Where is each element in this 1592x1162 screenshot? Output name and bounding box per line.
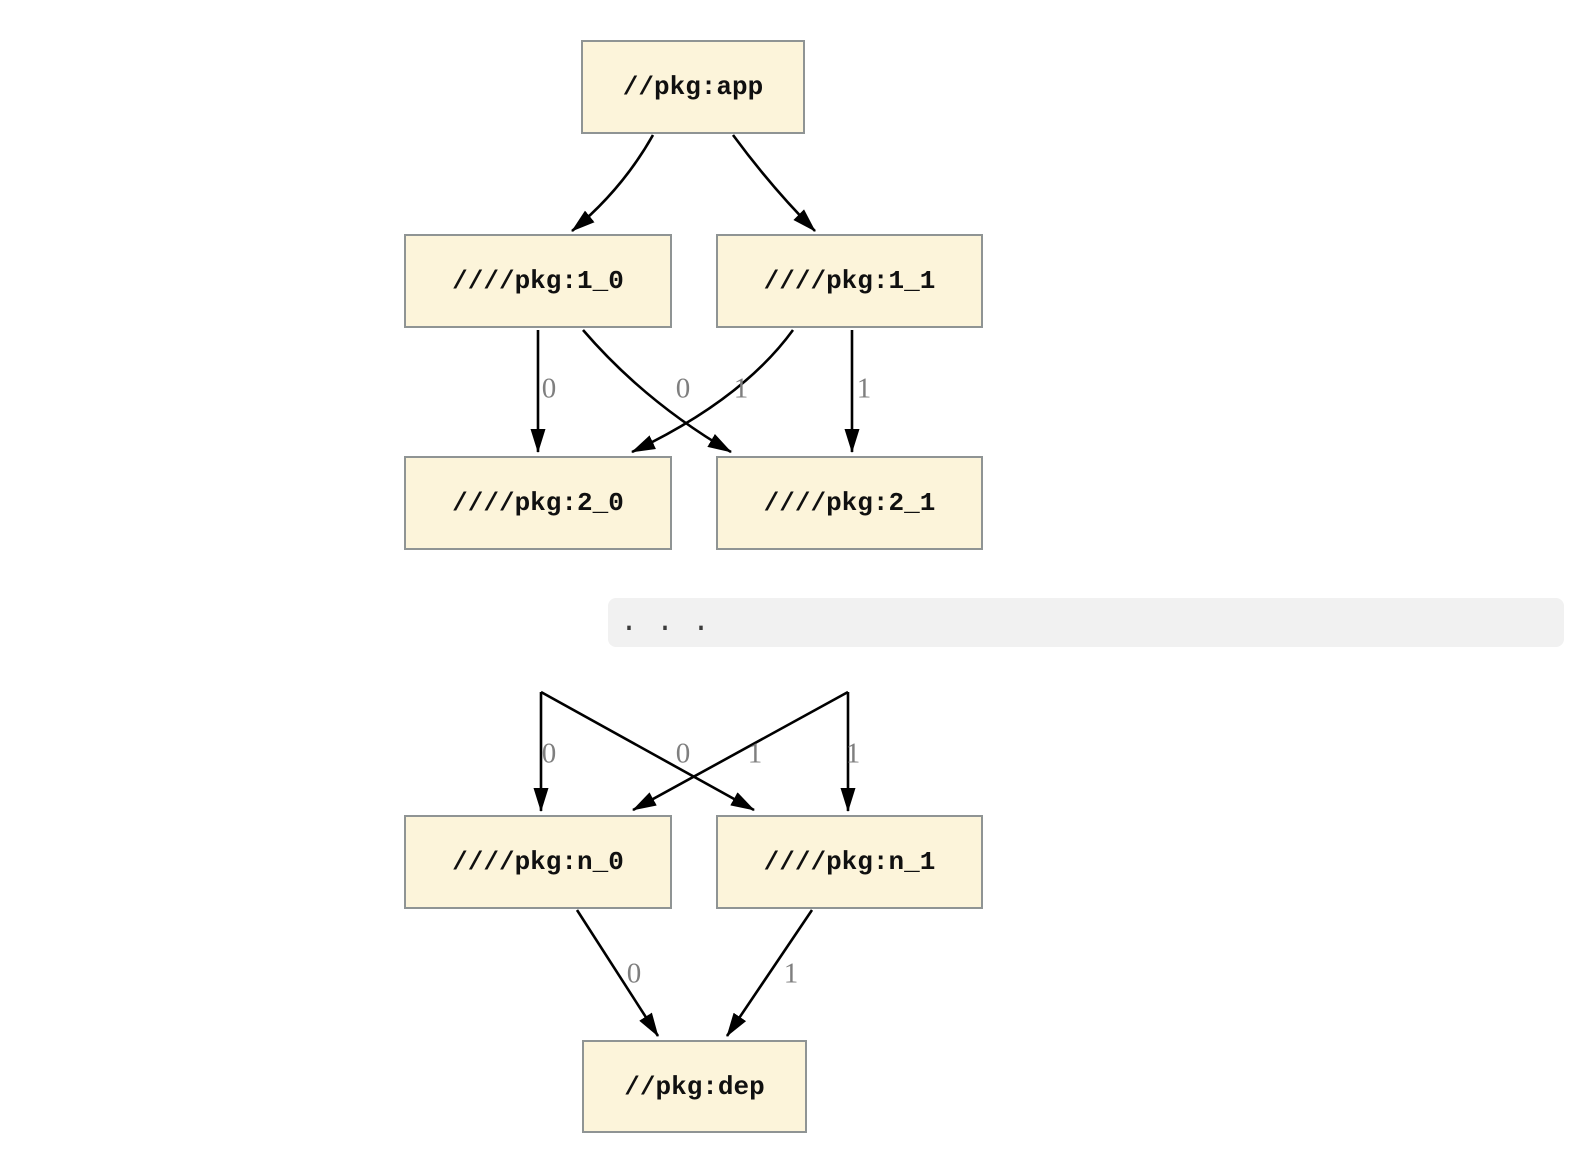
edge-1_0-to-2_1 bbox=[582, 329, 732, 454]
edge-prev0-to-n_1 bbox=[540, 690, 755, 812]
node-pkg-2_1: ////pkg:2_1 bbox=[716, 456, 983, 550]
edge-prev1-to-n_0 bbox=[632, 690, 849, 812]
edge-app-to-1_0 bbox=[571, 134, 655, 233]
edge-label-1_0-2_0: 0 bbox=[541, 372, 557, 405]
edge-label-prev1-n_0: 1 bbox=[747, 737, 763, 770]
edge-app-to-1_1 bbox=[731, 134, 816, 232]
edge-1_1-to-2_0 bbox=[631, 329, 795, 454]
edge-n_0-to-dep bbox=[575, 909, 660, 1037]
edge-label-prev0-n_1: 0 bbox=[675, 737, 691, 770]
ellipsis-text: . . . bbox=[620, 605, 711, 640]
edge-label-1_1-2_1: 1 bbox=[856, 372, 872, 405]
edge-label-1_0-2_1: 0 bbox=[675, 372, 691, 405]
ellipsis-bar: . . . bbox=[608, 598, 1564, 647]
node-pkg-n_1: ////pkg:n_1 bbox=[716, 815, 983, 909]
node-pkg-dep: //pkg:dep bbox=[582, 1040, 807, 1133]
edge-n_1-to-dep bbox=[725, 909, 814, 1037]
edge-label-prev0-n_0: 0 bbox=[541, 737, 557, 770]
node-pkg-1_1: ////pkg:1_1 bbox=[716, 234, 983, 328]
edge-label-n_1-dep: 1 bbox=[783, 957, 799, 990]
node-pkg-1_0: ////pkg:1_0 bbox=[404, 234, 672, 328]
node-pkg-n_0: ////pkg:n_0 bbox=[404, 815, 672, 909]
edge-label-n_0-dep: 0 bbox=[626, 957, 642, 990]
node-pkg-app: //pkg:app bbox=[581, 40, 805, 134]
node-pkg-2_0: ////pkg:2_0 bbox=[404, 456, 672, 550]
edge-label-prev1-n_1: 1 bbox=[845, 737, 861, 770]
edge-label-1_1-2_0: 1 bbox=[733, 372, 749, 405]
